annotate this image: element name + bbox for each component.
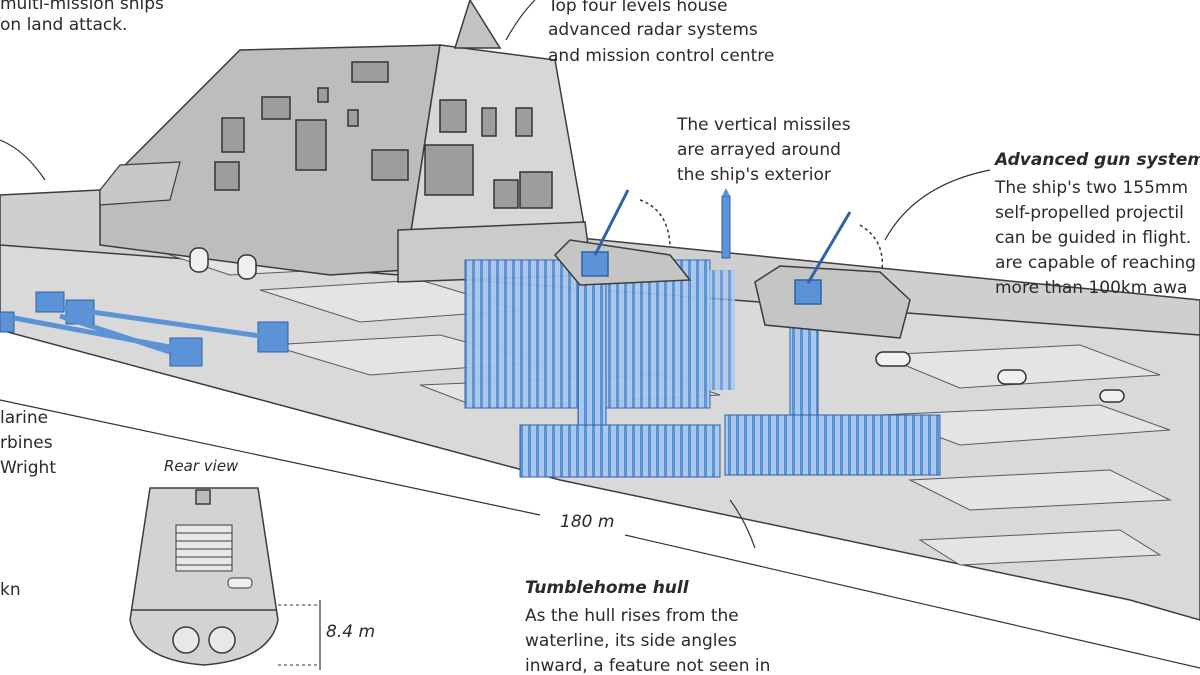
turbine-caption-line1: larine bbox=[0, 408, 49, 428]
turbine-caption-line2: rbines bbox=[0, 433, 53, 453]
topleft-caption-line2: on land attack. bbox=[0, 15, 128, 35]
gun-magazines bbox=[519, 269, 941, 478]
superstructure-windows bbox=[214, 61, 553, 209]
gun-turrets bbox=[553, 239, 911, 339]
radar-caption-line2: advanced radar systems bbox=[548, 20, 758, 40]
radar-caption-line3: and mission control centre bbox=[548, 46, 775, 66]
gun-barrels bbox=[593, 189, 852, 284]
topleft-caption-line1: multi-mission ships bbox=[0, 0, 164, 14]
elevation-arrows bbox=[639, 199, 884, 271]
height-dimension bbox=[278, 604, 320, 666]
hull-caption-line1: As the hull rises from the bbox=[525, 606, 739, 626]
gun-caption-line5: more than 100km awa bbox=[995, 278, 1188, 298]
missiles-caption-line1: The vertical missiles bbox=[677, 115, 851, 135]
turbine-caption-line3: Wright bbox=[0, 458, 56, 478]
speed-caption: kn bbox=[0, 580, 21, 600]
missile-icon bbox=[721, 188, 731, 259]
hull-caption-line3: inward, a feature not seen in bbox=[525, 656, 771, 675]
leader-lines bbox=[0, 0, 991, 549]
tumblehome-title: Tumblehome hull bbox=[525, 578, 689, 598]
mast bbox=[453, 0, 502, 49]
propulsion-turbines bbox=[0, 291, 289, 367]
gun-system-title: Advanced gun system bbox=[995, 150, 1200, 170]
gun-caption-line3: can be guided in flight. bbox=[995, 228, 1192, 248]
length-label: 180 m bbox=[560, 512, 615, 532]
height-label: 8.4 m bbox=[326, 622, 375, 642]
portholes bbox=[189, 247, 1125, 403]
gun-caption-line2: self-propelled projectil bbox=[995, 203, 1184, 223]
rear-view-diagram bbox=[129, 487, 279, 666]
missiles-caption-line3: the ship's exterior bbox=[677, 165, 831, 185]
missiles-caption-line2: are arrayed around bbox=[677, 140, 841, 160]
radar-caption-line1: Top four levels house bbox=[548, 0, 728, 16]
gun-caption-line1: The ship's two 155mm bbox=[995, 178, 1189, 198]
gun-caption-line4: are capable of reaching bbox=[995, 253, 1196, 273]
rear-view-label: Rear view bbox=[164, 457, 239, 475]
length-dimension bbox=[0, 399, 1200, 669]
rear-deckhouse bbox=[99, 161, 181, 206]
hull-caption-line2: waterline, its side angles bbox=[525, 631, 737, 651]
